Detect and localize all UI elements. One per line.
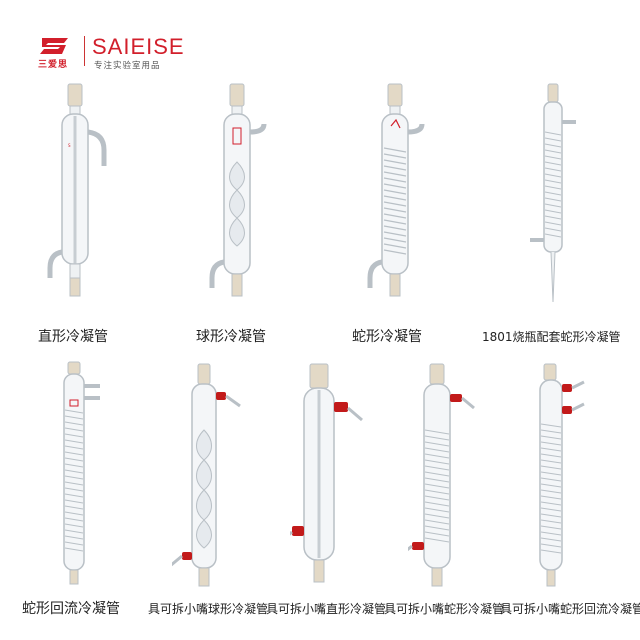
caption-straight: 直形冷凝管 bbox=[38, 329, 108, 345]
product-coil-detachable-condenser[interactable] bbox=[408, 360, 488, 590]
brand-divider bbox=[84, 36, 85, 66]
caption-coil-reflux-detachable: 具可拆小嘴蛇形回流冷凝管 bbox=[500, 602, 640, 616]
caption-bulb-detachable: 具可拆小嘴球形冷凝管 bbox=[148, 602, 269, 616]
product-straight-detachable-condenser[interactable] bbox=[290, 360, 370, 590]
coil-reflux-condenser-image bbox=[63, 361, 100, 585]
brand-logo-icon bbox=[40, 38, 68, 54]
caption-coil-reflux: 蛇形回流冷凝管 bbox=[22, 601, 120, 617]
brand-slogan: 专注实验室用品 bbox=[94, 61, 161, 71]
straight-condenser-image: S bbox=[47, 83, 107, 297]
caption-straight-detachable: 具可拆小嘴直形冷凝管 bbox=[266, 602, 387, 616]
coil-detachable-condenser-image bbox=[408, 363, 475, 587]
caption-coil: 蛇形冷凝管 bbox=[352, 329, 422, 345]
brand-logo-text: 三爱思 bbox=[38, 60, 69, 70]
product-coil-thin-condenser[interactable] bbox=[518, 82, 598, 312]
coil-condenser-image bbox=[367, 83, 425, 297]
brand-header: 三爱思 SAIEISE 专注实验室用品 bbox=[38, 32, 218, 72]
caption-coil-detachable: 具可拆小嘴蛇形冷凝管 bbox=[384, 602, 505, 616]
product-straight-condenser[interactable]: S bbox=[46, 82, 126, 302]
brand-name: SAIEISE bbox=[92, 34, 185, 59]
caption-coil-thin: 1801烧瓶配套蛇形冷凝管 bbox=[482, 330, 621, 344]
coil-thin-condenser-image bbox=[530, 83, 576, 303]
straight-detachable-condenser-image bbox=[290, 363, 363, 583]
svg-text:S: S bbox=[68, 143, 71, 148]
coil-reflux-detachable-condenser-image bbox=[539, 363, 585, 587]
product-coil-condenser[interactable] bbox=[360, 82, 440, 302]
product-coil-reflux-detachable-condenser[interactable] bbox=[526, 360, 606, 590]
bulb-condenser-image bbox=[209, 83, 267, 297]
product-bulb-detachable-condenser[interactable] bbox=[172, 360, 252, 590]
bulb-detachable-condenser-image bbox=[172, 363, 241, 587]
caption-bulb: 球形冷凝管 bbox=[196, 329, 266, 345]
product-coil-reflux-condenser[interactable] bbox=[44, 360, 124, 590]
product-bulb-condenser[interactable] bbox=[202, 82, 282, 302]
